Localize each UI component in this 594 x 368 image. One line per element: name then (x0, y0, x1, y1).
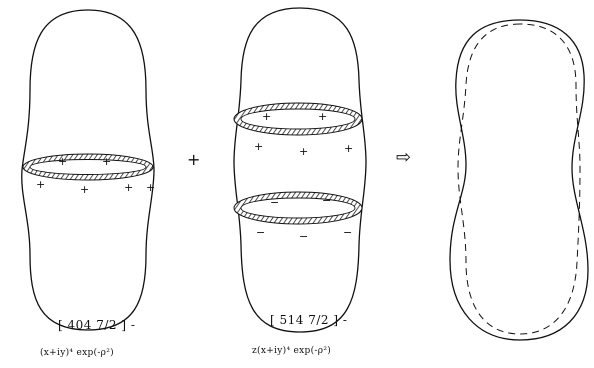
middle-upper-ring-sign: + (254, 140, 264, 153)
left-ring-sign: + (146, 181, 156, 194)
middle-state-label: [ 514 7/2 ] - (270, 313, 348, 327)
middle-upper-ring-sign: + (318, 110, 328, 123)
middle-upper-ring-sign: + (344, 142, 354, 155)
plus-operator: + (187, 150, 201, 169)
middle-lower-ring-sign: − (343, 226, 353, 239)
right-dashed-outline (457, 23, 581, 335)
left-ring-sign: + (58, 155, 68, 168)
middle-upper-ring-sign: + (262, 110, 272, 123)
middle-upper-ring-sign: + (299, 145, 309, 158)
left-ring-sign: + (80, 183, 90, 196)
right-panel (449, 19, 589, 341)
left-wavefunction-label: (x+iy)⁴ exp(-ρ²) (40, 348, 114, 358)
middle-lower-ring (233, 191, 363, 225)
middle-panel (233, 7, 367, 333)
left-panel (21, 9, 155, 331)
middle-lower-ring-sign: − (270, 196, 280, 209)
middle-wavefunction-label: z(x+iy)⁴ exp(-ρ²) (252, 346, 332, 356)
arrow-operator: ⇨ (396, 147, 412, 168)
left-ring (22, 153, 154, 181)
middle-lower-ring-sign: − (299, 230, 309, 243)
middle-lower-ring-sign: − (256, 226, 266, 239)
right-density-outline (449, 19, 589, 341)
left-ring-sign: + (102, 155, 112, 168)
left-density-outline (21, 9, 155, 331)
middle-upper-ring (233, 102, 363, 136)
left-state-label: [ 404 7/2 ] - (58, 318, 136, 332)
left-ring-sign: + (36, 178, 46, 191)
middle-lower-ring-sign: − (322, 194, 332, 207)
middle-density-outline (233, 7, 367, 333)
left-ring-sign: + (124, 181, 134, 194)
